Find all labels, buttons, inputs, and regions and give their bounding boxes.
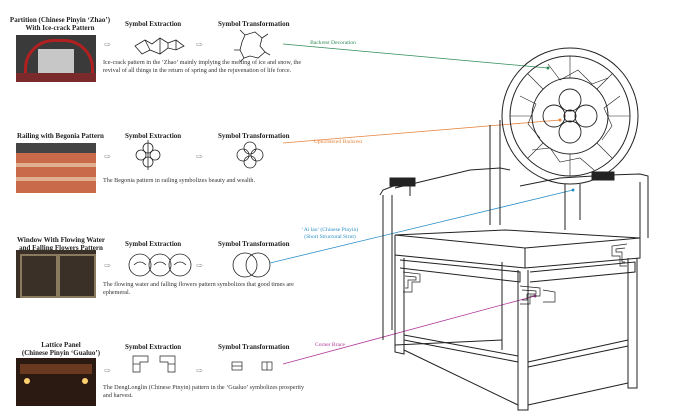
begonia-extraction-icon: [135, 140, 161, 170]
row1-title: Partition (Chinese Pinyin ‘Zhao’) With I…: [9, 16, 111, 32]
callout-upholstered-line: [282, 119, 561, 144]
row2-title: Railing with Begonia Pattern: [17, 132, 104, 140]
row2-description: The Begonia pattern in railing symbolize…: [103, 177, 256, 184]
row1-arrow1: ⇨: [104, 40, 111, 49]
callout-corner-label: Corner Brace: [315, 342, 345, 348]
lattice-transformation-icon: [231, 361, 273, 371]
callout-aitao-label: ‘Ai lao’ (Chinese Pinyin) (Short Structu…: [301, 227, 359, 240]
row3-description: The flowing water and falling flowers pa…: [103, 281, 294, 296]
row2-photo: [16, 143, 96, 193]
callout-upholstered-label: Upholstered Backrest: [313, 139, 363, 145]
ice-crack-transformation-icon: [234, 29, 271, 63]
row4-description: The DengLonglin (Chinese Pinyin) pattern…: [103, 384, 305, 399]
row3-photo: [16, 250, 96, 298]
row1-description: Ice-crack pattern in the ‘Zhao’ mainly i…: [103, 59, 302, 74]
row3-arrow2: ⇨: [196, 261, 203, 270]
begonia-transformation-icon: [236, 141, 264, 169]
row3-extraction-header: Symbol Extraction: [125, 240, 182, 248]
row2-extraction-header: Symbol Extraction: [125, 132, 182, 140]
row2-transformation-header: Symbol Transformation: [218, 132, 290, 140]
flowing-water-transformation-icon: [232, 252, 271, 278]
row4-title: Lattice Panel (Chinese Pinyin ‘Gualuo’): [21, 341, 101, 357]
ice-crack-extraction-icon: [134, 37, 185, 55]
callout-corner-line: [282, 295, 536, 365]
lattice-extraction-icon: [132, 355, 176, 373]
row3-title: Window With Flowing Water and Falling Fl…: [17, 236, 105, 252]
row1-extraction-header: Symbol Extraction: [125, 20, 182, 28]
row3-arrow1: ⇨: [104, 261, 111, 270]
row2-arrow1: ⇨: [104, 152, 111, 161]
flowing-water-extraction-icon: [128, 253, 192, 277]
callout-aitao-line: [269, 189, 574, 264]
callout-backrest-label: Backrest Decoration: [310, 40, 356, 46]
row1-photo: [16, 35, 96, 82]
row3-transformation-header: Symbol Transformation: [218, 240, 290, 248]
row1-arrow2: ⇨: [196, 40, 203, 49]
row4-transformation-header: Symbol Transformation: [218, 343, 290, 351]
row4-photo: [16, 358, 96, 406]
chair-drawing: [379, 47, 649, 411]
row4-extraction-header: Symbol Extraction: [125, 343, 182, 351]
row1-transformation-header: Symbol Transformation: [218, 20, 290, 28]
row4-arrow2: ⇨: [196, 366, 203, 375]
callout-backrest-line: [282, 43, 549, 69]
row4-arrow1: ⇨: [104, 366, 111, 375]
row2-arrow2: ⇨: [196, 152, 203, 161]
